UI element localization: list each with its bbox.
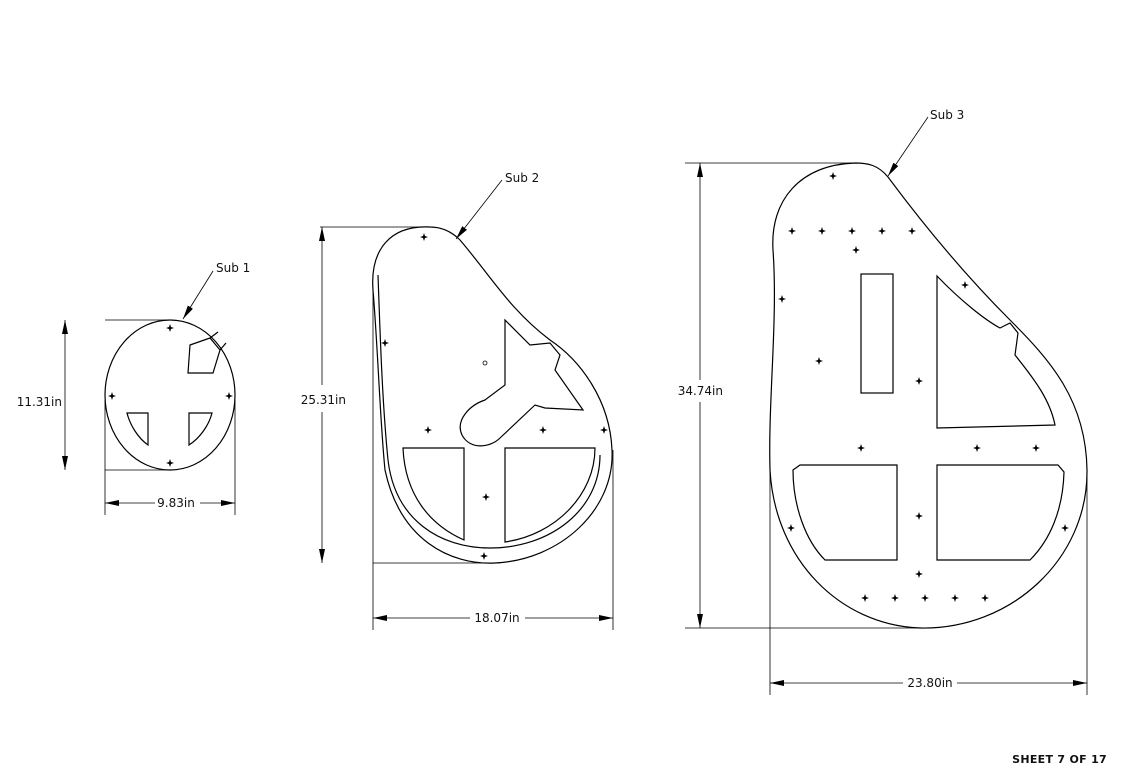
sub3-width-label: 23.80in: [907, 676, 952, 690]
sub1-cutout-right: [188, 412, 213, 447]
bolt-hole-marker: [788, 227, 796, 235]
sub3-cutout-triangle: [936, 274, 1056, 429]
sub1-cutout-top: [187, 331, 227, 374]
sub1-leader: [182, 270, 214, 320]
sub2-keyhole-cutout: [459, 318, 585, 447]
sub2-hole: [482, 360, 488, 366]
bolt-hole-marker: [1061, 524, 1069, 532]
sub2-label: Sub 2: [505, 171, 539, 185]
bolt-hole-marker: [480, 552, 488, 560]
bolt-hole-marker: [829, 172, 837, 180]
bolt-hole-marker: [848, 227, 856, 235]
bolt-hole-marker: [539, 426, 547, 434]
sub1-extension-lines: [104, 319, 236, 515]
sub1-cutout-left: [126, 412, 149, 447]
bolt-hole-marker: [891, 594, 899, 602]
bolt-hole-marker: [108, 392, 116, 400]
bolt-markers: [108, 172, 1069, 602]
bolt-hole-marker: [915, 512, 923, 520]
sub1-height-label: 11.31in: [17, 395, 62, 409]
sub3-slot: [860, 273, 894, 394]
bolt-hole-marker: [951, 594, 959, 602]
bolt-hole-marker: [908, 227, 916, 235]
sub2-leader: [455, 179, 503, 240]
bolt-hole-marker: [225, 392, 233, 400]
bolt-hole-marker: [878, 227, 886, 235]
bolt-hole-marker: [981, 594, 989, 602]
bolt-hole-marker: [815, 357, 823, 365]
bolt-hole-marker: [861, 594, 869, 602]
part-sub-2: [319, 179, 614, 630]
sub1-label: Sub 1: [216, 261, 250, 275]
bolt-hole-marker: [818, 227, 826, 235]
bolt-hole-marker: [857, 444, 865, 452]
sub3-extension-lines: [685, 162, 1088, 695]
bolt-hole-marker: [381, 339, 389, 347]
sub3-height-label: 34.74in: [678, 384, 723, 398]
bolt-hole-marker: [915, 570, 923, 578]
sub2-cutout-right: [504, 447, 596, 543]
bolt-hole-marker: [166, 459, 174, 467]
sub3-leader: [887, 116, 929, 177]
sub2-cutout-left: [402, 447, 465, 541]
bolt-hole-marker: [961, 281, 969, 289]
bolt-hole-marker: [787, 524, 795, 532]
part-sub-3: [685, 116, 1088, 695]
bolt-hole-marker: [915, 377, 923, 385]
sub1-outline: [104, 319, 236, 471]
sub1-width-label: 9.83in: [157, 496, 195, 510]
sub3-label: Sub 3: [930, 108, 964, 122]
part-sub-1: [62, 270, 236, 515]
sub3-cutout-left: [792, 464, 898, 561]
bolt-hole-marker: [1032, 444, 1040, 452]
bolt-hole-marker: [600, 426, 608, 434]
bolt-hole-marker: [852, 246, 860, 254]
bolt-hole-marker: [420, 233, 428, 241]
bolt-hole-marker: [482, 493, 490, 501]
sub2-inner-edge: [377, 274, 601, 549]
bolt-hole-marker: [921, 594, 929, 602]
sub2-outline: [372, 226, 613, 564]
sheet-number: SHEET 7 OF 17: [1012, 753, 1107, 766]
sub2-height-label: 25.31in: [301, 393, 346, 407]
sub3-cutout-right: [936, 464, 1065, 561]
bolt-hole-marker: [778, 295, 786, 303]
sub2-extension-lines: [320, 226, 614, 630]
bolt-hole-marker: [166, 324, 174, 332]
bolt-hole-marker: [973, 444, 981, 452]
sub2-width-label: 18.07in: [474, 611, 519, 625]
bolt-hole-marker: [424, 426, 432, 434]
sub3-outline: [769, 162, 1088, 629]
